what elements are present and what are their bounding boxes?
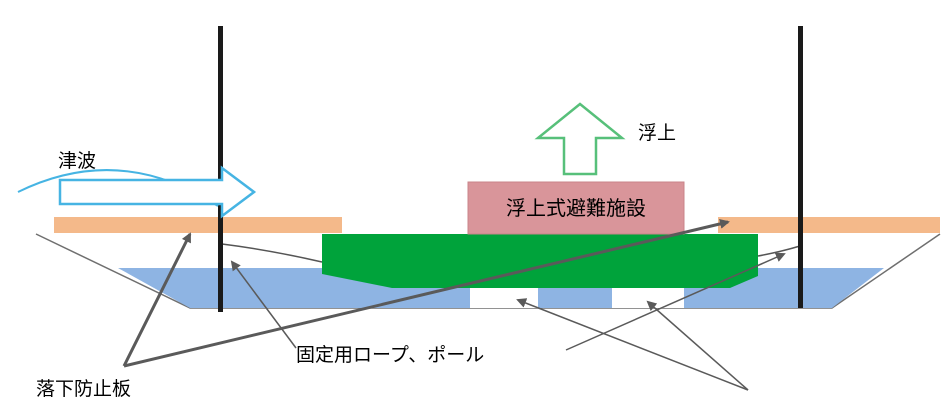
float-gap-right [612,288,684,308]
pointer-rope-left [230,260,297,349]
pointer-float-right [646,300,749,391]
fixing-rope-left [221,243,323,263]
label-rope-pole: 固定用ロープ、ポール [296,344,485,366]
pointer-fall-guard-right [123,218,730,368]
float-up-arrow [534,102,626,176]
floating-platform [322,234,758,288]
fixing-rope-right [757,245,801,257]
pointer-float-left [516,298,749,391]
fall-guard-board-left [54,217,342,233]
pointer-rope-right [565,252,786,351]
pole-left [218,26,223,312]
label-float-up: 浮上 [638,122,677,144]
float-gap-left [470,288,538,308]
label-floating-facility: 浮上式避難施設 [506,196,646,220]
floating-facility-box [467,181,685,235]
pointer-fall-guard-left [122,232,192,367]
fall-guard-board-right [718,217,940,233]
tsunami-arrow [58,165,257,219]
label-fall-guard: 落下防止板 [36,378,132,400]
label-tsunami: 津波 [58,150,97,172]
pole-right [798,26,803,308]
